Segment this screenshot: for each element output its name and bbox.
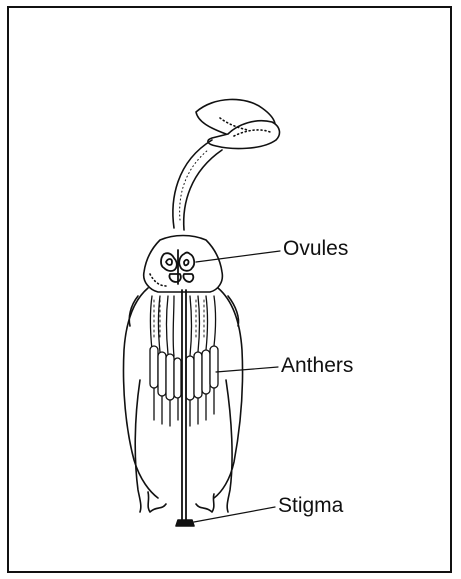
label-anthers: Anthers	[281, 355, 353, 376]
corolla	[123, 288, 242, 512]
bract	[196, 99, 279, 148]
label-stigma: Stigma	[278, 495, 343, 516]
stamens	[150, 296, 218, 426]
anthers-leader	[216, 367, 278, 372]
ovary	[144, 236, 223, 293]
label-ovules: Ovules	[283, 238, 348, 259]
stalk	[173, 140, 222, 230]
